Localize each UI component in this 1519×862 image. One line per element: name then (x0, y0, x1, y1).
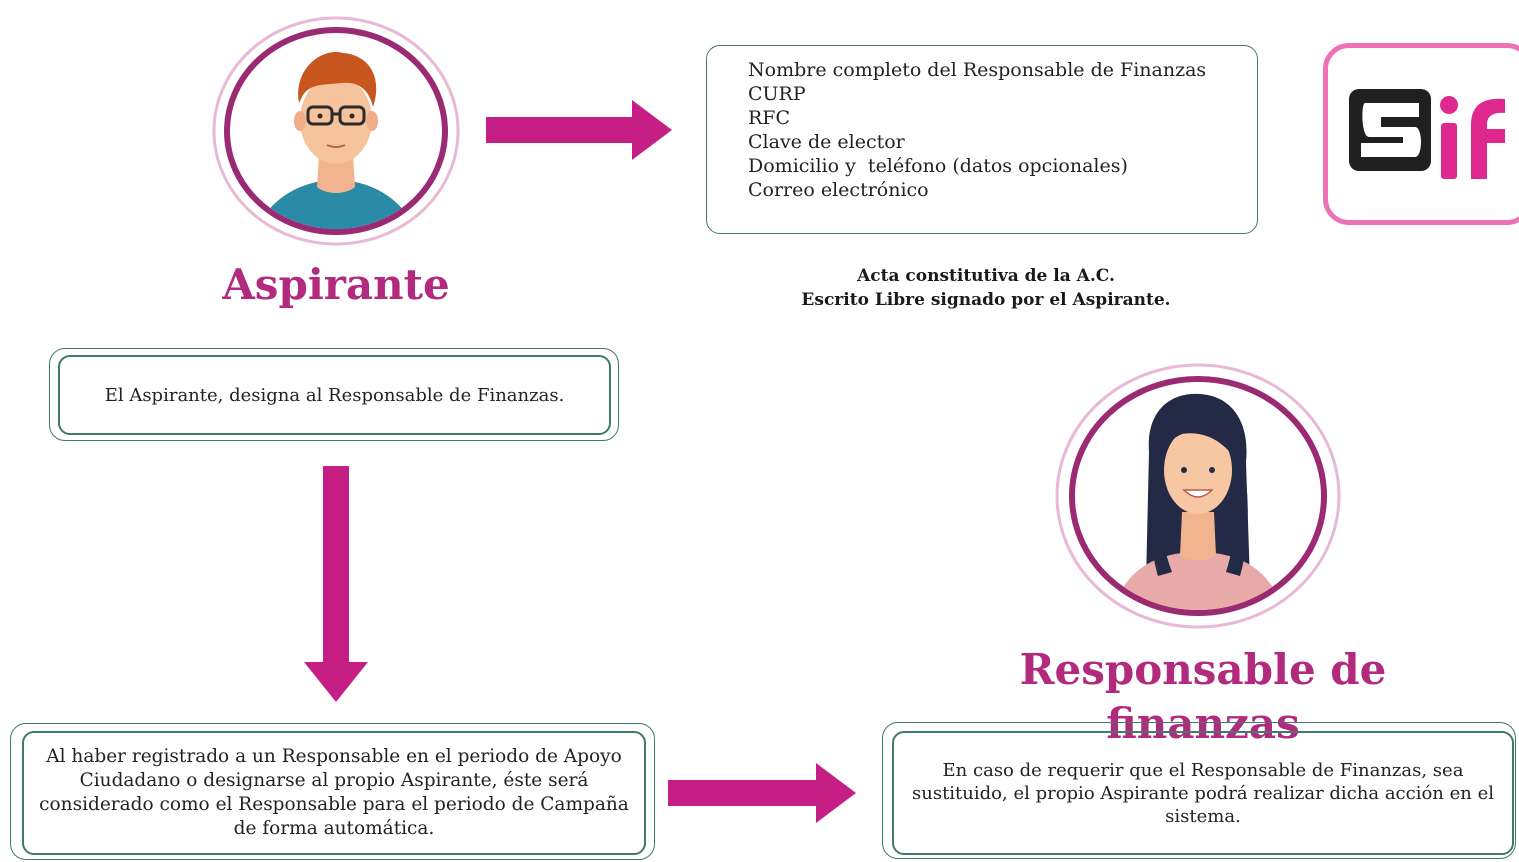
field-item: Domicilio y teléfono (datos opcionales) (748, 155, 1128, 177)
arrow-down-icon (304, 466, 368, 702)
designa-box-frame (49, 348, 619, 441)
arrow-right-icon (668, 763, 856, 823)
field-item: Clave de elector (748, 131, 905, 153)
responsable-avatar (1055, 363, 1341, 629)
field-item: Nombre completo del Responsable de Finan… (748, 59, 1207, 81)
man-with-glasses-icon (251, 52, 421, 229)
aspirante-avatar (212, 16, 460, 246)
designa-box: El Aspirante, designa al Responsable de … (58, 355, 611, 435)
responsable-title: Responsable de finanzas (1019, 645, 1387, 748)
registro-box: Al haber registrado a un Responsable en … (22, 731, 646, 855)
fields-list: Nombre completo del Responsable de Finan… (748, 58, 1206, 202)
designa-text: El Aspirante, designa al Responsable de … (104, 384, 565, 406)
field-item: Correo electrónico (748, 179, 929, 201)
document-item: Escrito Libre signado por el Aspirante. (801, 290, 1171, 310)
aspirante-title: Aspirante (222, 260, 450, 309)
arrow-right-icon (486, 100, 672, 160)
sif-logo-icon (1323, 43, 1519, 225)
sustitucion-box: En caso de requerir que el Responsable d… (892, 731, 1514, 855)
woman-icon (1109, 393, 1287, 610)
registro-text: Al haber registrado a un Responsable en … (39, 746, 629, 839)
field-item: RFC (748, 107, 791, 129)
sustitucion-text: En caso de requerir que el Responsable d… (912, 759, 1494, 827)
documents-list: Acta constitutiva de la A.C. Escrito Lib… (706, 264, 1266, 312)
document-item: Acta constitutiva de la A.C. (857, 266, 1115, 286)
required-fields-box: Nombre completo del Responsable de Finan… (706, 45, 1258, 234)
sustitucion-box-frame (882, 722, 1516, 859)
field-item: CURP (748, 83, 806, 105)
registro-box-frame (10, 723, 655, 860)
